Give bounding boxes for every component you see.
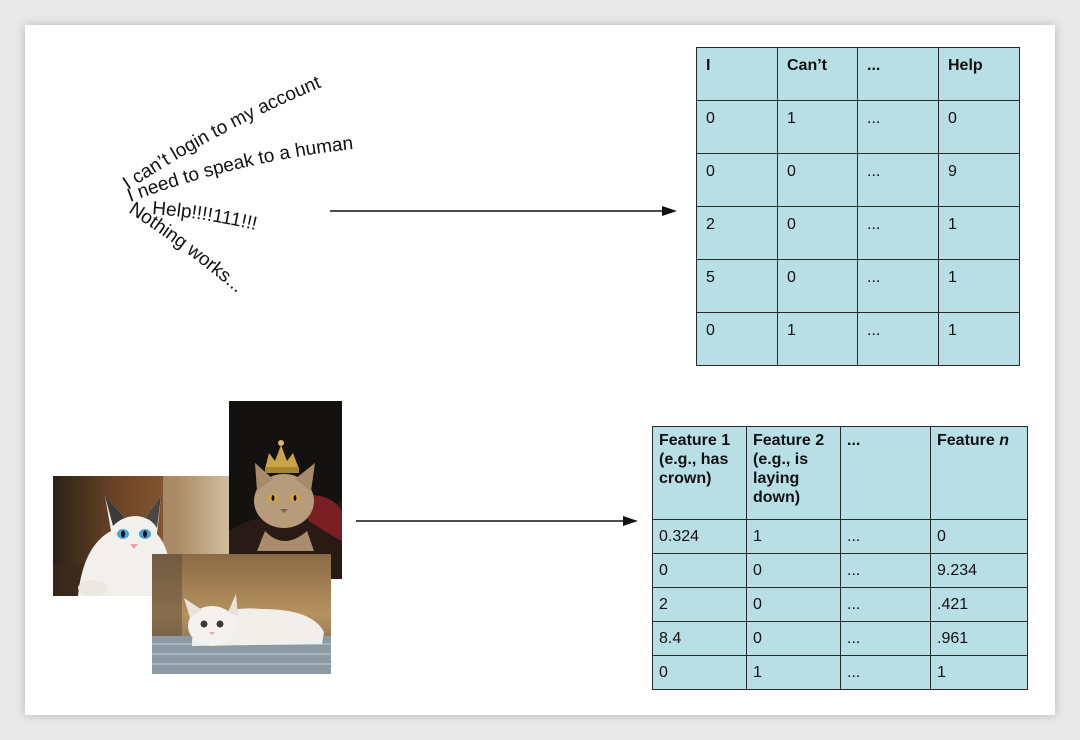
table-cell: 1 [930,655,1028,690]
table-row: 0 0 ... 9.234 [652,553,1028,588]
table-cell: .421 [930,587,1028,622]
table-cell: 5 [696,259,778,313]
table-row: 0.324 1 ... 0 [652,519,1028,554]
header-main: Feature 2 [753,432,825,449]
header-main: Feature [937,432,1000,449]
table-row: 2 0 ... .421 [652,587,1028,622]
header-cell: Can’t [777,47,858,101]
header-cell: Help [938,47,1020,101]
table-cell: 0 [652,655,747,690]
header-sub: (e.g., is laying down) [753,451,809,506]
table-cell: ... [857,206,939,260]
table-cell: 0 [652,553,747,588]
table-cell: 0 [746,553,841,588]
table-cell: 9 [938,153,1020,207]
table-cell: 0 [696,312,778,366]
header-cell-ellipsis: ... [840,426,931,520]
table-cell: 0 [746,587,841,622]
table-row: 2 0 ... 1 [696,206,1020,260]
image-feature-table: Feature 1 (e.g., has crown) Feature 2 (e… [652,426,1028,690]
table-cell: ... [857,153,939,207]
table-header-row: Feature 1 (e.g., has crown) Feature 2 (e… [652,426,1028,520]
header-cell: ... [857,47,939,101]
table-cell: 1 [777,312,858,366]
table-cell: .961 [930,621,1028,656]
table-cell: 1 [938,259,1020,313]
header-cell-feature-2: Feature 2 (e.g., is laying down) [746,426,841,520]
table-cell: ... [857,259,939,313]
table-cell: 1 [746,519,841,554]
table-cell: ... [840,655,931,690]
header-cell-feature-1: Feature 1 (e.g., has crown) [652,426,747,520]
table-row: 5 0 ... 1 [696,259,1020,313]
table-cell: 0 [938,100,1020,154]
table-cell: 0 [930,519,1028,554]
table-cell: ... [857,100,939,154]
table-cell: 1 [938,312,1020,366]
table-cell: 9.234 [930,553,1028,588]
table-cell: 0 [696,100,778,154]
table-cell: 1 [777,100,858,154]
table-cell: ... [857,312,939,366]
table-cell: ... [840,587,931,622]
table-cell: 0 [696,153,778,207]
table-cell: 2 [696,206,778,260]
header-cell-feature-n: Feature n [930,426,1028,520]
table-cell: 8.4 [652,621,747,656]
table-cell: 0 [777,259,858,313]
table-row: 8.4 0 ... .961 [652,621,1028,656]
text-feature-table: I Can’t ... Help 0 1 ... 0 0 0 ... 9 2 0… [696,47,1020,366]
table-row: 0 0 ... 9 [696,153,1020,207]
header-italic: n [999,432,1010,449]
table-cell: ... [840,553,931,588]
cat-with-crown-photo [229,401,342,579]
header-cell: I [696,47,778,101]
header-sub: (e.g., has crown) [659,451,729,487]
table-cell: 0 [777,206,858,260]
table-header-row: I Can’t ... Help [696,47,1020,101]
table-cell: 1 [746,655,841,690]
table-row: 0 1 ... 1 [652,655,1028,690]
table-cell: 1 [938,206,1020,260]
table-cell: 0.324 [652,519,747,554]
table-cell: ... [840,621,931,656]
white-kitten-lying-down-photo [152,554,331,674]
table-row: 0 1 ... 1 [696,312,1020,366]
table-cell: 0 [777,153,858,207]
table-cell: 2 [652,587,747,622]
header-main: ... [847,432,861,449]
header-main: Feature 1 [659,432,731,449]
table-cell: ... [840,519,931,554]
table-cell: 0 [746,621,841,656]
table-row: 0 1 ... 0 [696,100,1020,154]
